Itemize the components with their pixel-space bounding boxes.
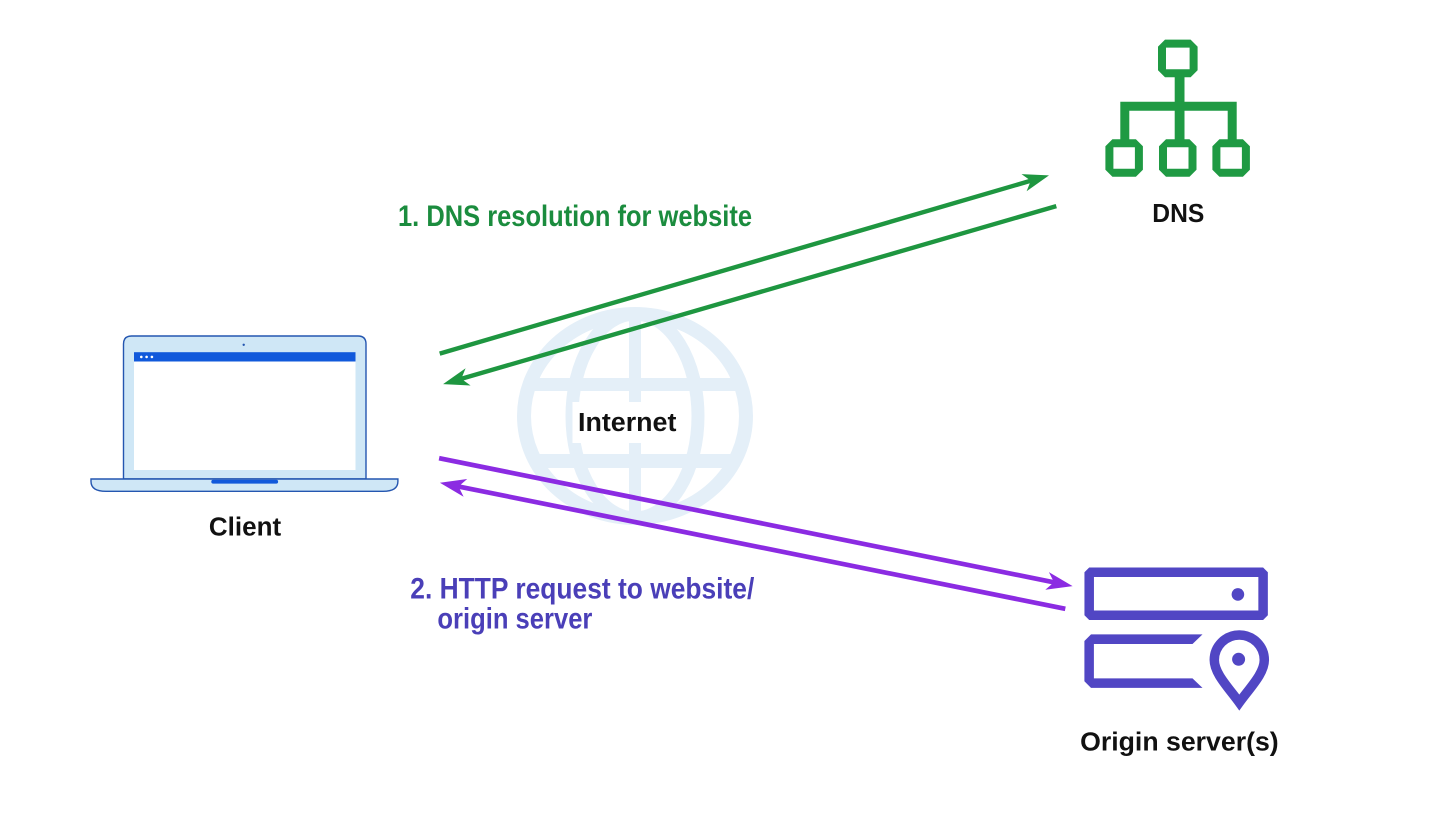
svg-text:Client: Client [209,514,282,542]
svg-text:DNS: DNS [1152,200,1204,228]
svg-text:Origin server(s): Origin server(s) [1080,729,1279,757]
svg-text:origin server: origin server [437,603,592,636]
svg-text:Internet: Internet [578,409,677,437]
svg-text:2. HTTP request to website/: 2. HTTP request to website/ [410,572,754,605]
svg-text:1. DNS resolution for website: 1. DNS resolution for website [398,200,752,233]
